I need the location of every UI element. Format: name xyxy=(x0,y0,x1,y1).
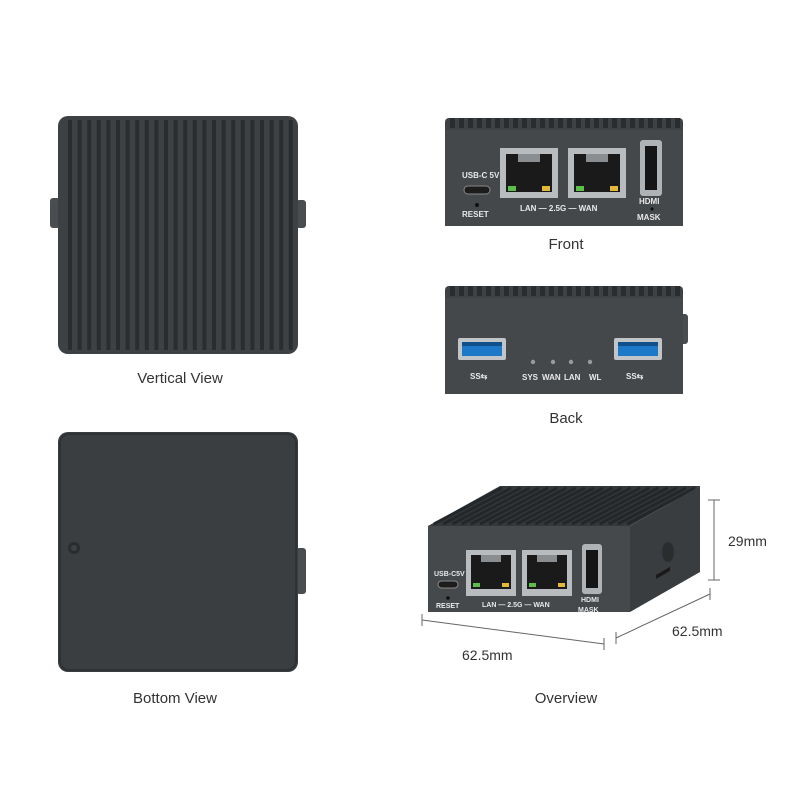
led-label-wan: WAN xyxy=(542,373,561,382)
hdmi-label: HDMI xyxy=(639,197,659,206)
dimension-width: 62.5mm xyxy=(462,647,513,663)
usb3-logo-right: SS⇆ xyxy=(626,372,644,381)
overview-image: USB-C5V RESET LAN — 2.5G — WAN HDMI MASK xyxy=(421,486,767,663)
front-view-image: USB-C 5V RESET LAN — 2.5G — WAN HDMI MAS… xyxy=(445,118,683,226)
usb3-port-left xyxy=(458,338,506,360)
lan-port xyxy=(500,148,558,198)
usbc-label: USB-C 5V xyxy=(462,171,500,180)
wan-port xyxy=(568,148,626,198)
usb3-logo-left: SS⇆ xyxy=(470,372,488,381)
overview-lan-port xyxy=(466,550,516,596)
overview-reset-label: RESET xyxy=(436,603,460,610)
dimension-depth: 62.5mm xyxy=(672,623,723,639)
caption-back: Back xyxy=(549,410,583,427)
back-view-image: SS⇆ SYS WAN LAN WL SS⇆ xyxy=(445,286,688,394)
lan-wan-label: LAN — 2.5G — WAN xyxy=(520,204,598,213)
overview-usbc-label: USB-C5V xyxy=(434,571,465,578)
led-label-lan: LAN xyxy=(564,373,581,382)
bottom-view-image xyxy=(58,432,306,672)
led-label-wl: WL xyxy=(589,373,602,382)
led-indicators xyxy=(530,359,593,365)
caption-vertical-view: Vertical View xyxy=(137,370,223,387)
overview-hdmi-label: HDMI xyxy=(581,597,599,604)
usbc-port xyxy=(463,185,491,195)
mask-label: MASK xyxy=(637,213,661,222)
caption-bottom-view: Bottom View xyxy=(133,690,217,707)
caption-overview: Overview xyxy=(534,690,598,707)
overview-hdmi-port xyxy=(582,544,602,594)
dimension-height: 29mm xyxy=(728,533,767,549)
overview-wan-port xyxy=(522,550,572,596)
overview-mask-label: MASK xyxy=(578,607,599,614)
usb3-port-right xyxy=(614,338,662,360)
reset-label: RESET xyxy=(462,210,489,219)
hdmi-port xyxy=(640,140,662,196)
overview-lan-wan-label: LAN — 2.5G — WAN xyxy=(482,602,550,609)
vertical-view-image xyxy=(50,116,306,354)
caption-front: Front xyxy=(548,236,584,253)
led-label-sys: SYS xyxy=(522,373,539,382)
